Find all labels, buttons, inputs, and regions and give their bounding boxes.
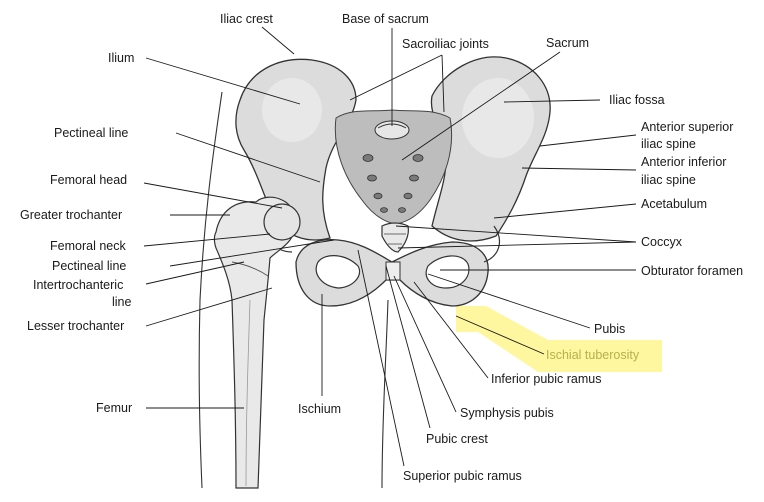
labels: Iliac crest Base of sacrum Sacroiliac jo… <box>20 12 743 483</box>
label-femur: Femur <box>96 401 132 415</box>
label-greater-trochanter: Greater trochanter <box>20 208 122 222</box>
coccyx-segment <box>384 233 406 245</box>
leader-intertrochanteric-line <box>145 261 245 285</box>
sacral-foramen <box>380 207 388 213</box>
leader-sacroiliac-right <box>441 54 445 113</box>
sacral-foramen <box>362 154 374 162</box>
label-ilium: Ilium <box>108 51 134 65</box>
leader-iliac-crest <box>261 26 295 55</box>
femur-bone <box>213 196 297 489</box>
leader-sacroiliac-left <box>349 54 443 101</box>
sacral-foramen <box>412 154 424 162</box>
leader-inferior-pubic-ramus <box>413 281 489 379</box>
label-sacroiliac-joints: Sacroiliac joints <box>402 37 489 51</box>
right-obturator-foramen <box>425 255 470 289</box>
label-femoral-neck: Femoral neck <box>50 239 126 253</box>
left-obturator-foramen <box>315 255 361 289</box>
label-obturator-foramen: Obturator foramen <box>641 264 743 278</box>
label-base-of-sacrum: Base of sacrum <box>342 12 429 26</box>
label-ischial-tuberosity: Ischial tuberosity <box>546 348 640 362</box>
right-iliac-fossa <box>462 78 534 158</box>
label-pubic-crest: Pubic crest <box>426 432 488 446</box>
label-pubis: Pubis <box>594 322 625 336</box>
label-ischium: Ischium <box>298 402 341 416</box>
pelvis-illustration <box>198 56 551 489</box>
label-aiis-line2: iliac spine <box>641 173 696 187</box>
leader-aiis <box>521 167 637 171</box>
label-femoral-head: Femoral head <box>50 173 127 187</box>
sacral-foramen <box>367 174 377 182</box>
leader-coccyx-b <box>397 241 637 249</box>
leader-sacrum <box>401 51 561 161</box>
label-lesser-trochanter: Lesser trochanter <box>27 319 124 333</box>
leader-femoral-head <box>143 182 283 209</box>
leader-iliac-fossa <box>503 99 601 103</box>
label-symphysis-pubis: Symphysis pubis <box>460 406 554 420</box>
sacral-foramen <box>373 192 383 200</box>
leader-superior-pubic-ramus <box>357 249 405 467</box>
inner-thigh-outline <box>381 299 389 489</box>
label-inferior-pubic-ramus: Inferior pubic ramus <box>491 372 601 386</box>
ischial-tuberosity-highlight <box>456 306 662 372</box>
sacral-foramen <box>403 192 413 200</box>
coccyx-bone <box>381 222 409 253</box>
label-aiis-line1: Anterior inferior <box>641 155 726 169</box>
leader-pubis <box>427 273 591 329</box>
femoral-head-shape <box>263 203 301 241</box>
label-acetabulum: Acetabulum <box>641 197 707 211</box>
leader-pectineal-line-lower <box>169 239 335 267</box>
leader-ischial-tuberosity <box>455 315 545 355</box>
leader-lines <box>143 26 637 467</box>
leader-femoral-neck <box>143 233 271 247</box>
left-iliac-fossa <box>262 78 322 142</box>
right-acetabulum <box>483 225 501 263</box>
label-superior-pubic-ramus: Superior pubic ramus <box>403 469 522 483</box>
thigh-outline <box>198 91 223 489</box>
label-asis-line2: iliac spine <box>641 137 696 151</box>
symphysis-disc <box>385 261 401 281</box>
leader-pectineal-line-upper <box>175 132 321 183</box>
leader-lesser-trochanter <box>145 287 273 327</box>
leader-coccyx-a <box>395 225 637 243</box>
label-intertrochanteric-line1: Intertrochanteric <box>33 278 123 292</box>
label-pectineal-line-upper: Pectineal line <box>54 126 128 140</box>
leader-acetabulum <box>493 203 637 219</box>
leader-ilium <box>145 57 301 105</box>
label-coccyx: Coccyx <box>641 235 683 249</box>
sacral-foramen <box>409 174 419 182</box>
label-iliac-fossa: Iliac fossa <box>609 93 665 107</box>
label-sacrum: Sacrum <box>546 36 589 50</box>
intertrochanteric-ridge <box>231 261 269 277</box>
label-intertrochanteric-line2: line <box>112 295 132 309</box>
leader-asis <box>539 134 637 147</box>
leader-symphysis-pubis <box>393 275 457 413</box>
label-pectineal-line-lower: Pectineal line <box>52 259 126 273</box>
femur-shaft-line <box>245 299 251 487</box>
label-asis-line1: Anterior superior <box>641 120 733 134</box>
label-iliac-crest: Iliac crest <box>220 12 273 26</box>
leader-pubic-crest <box>385 265 431 429</box>
sacral-foramen <box>398 207 406 213</box>
